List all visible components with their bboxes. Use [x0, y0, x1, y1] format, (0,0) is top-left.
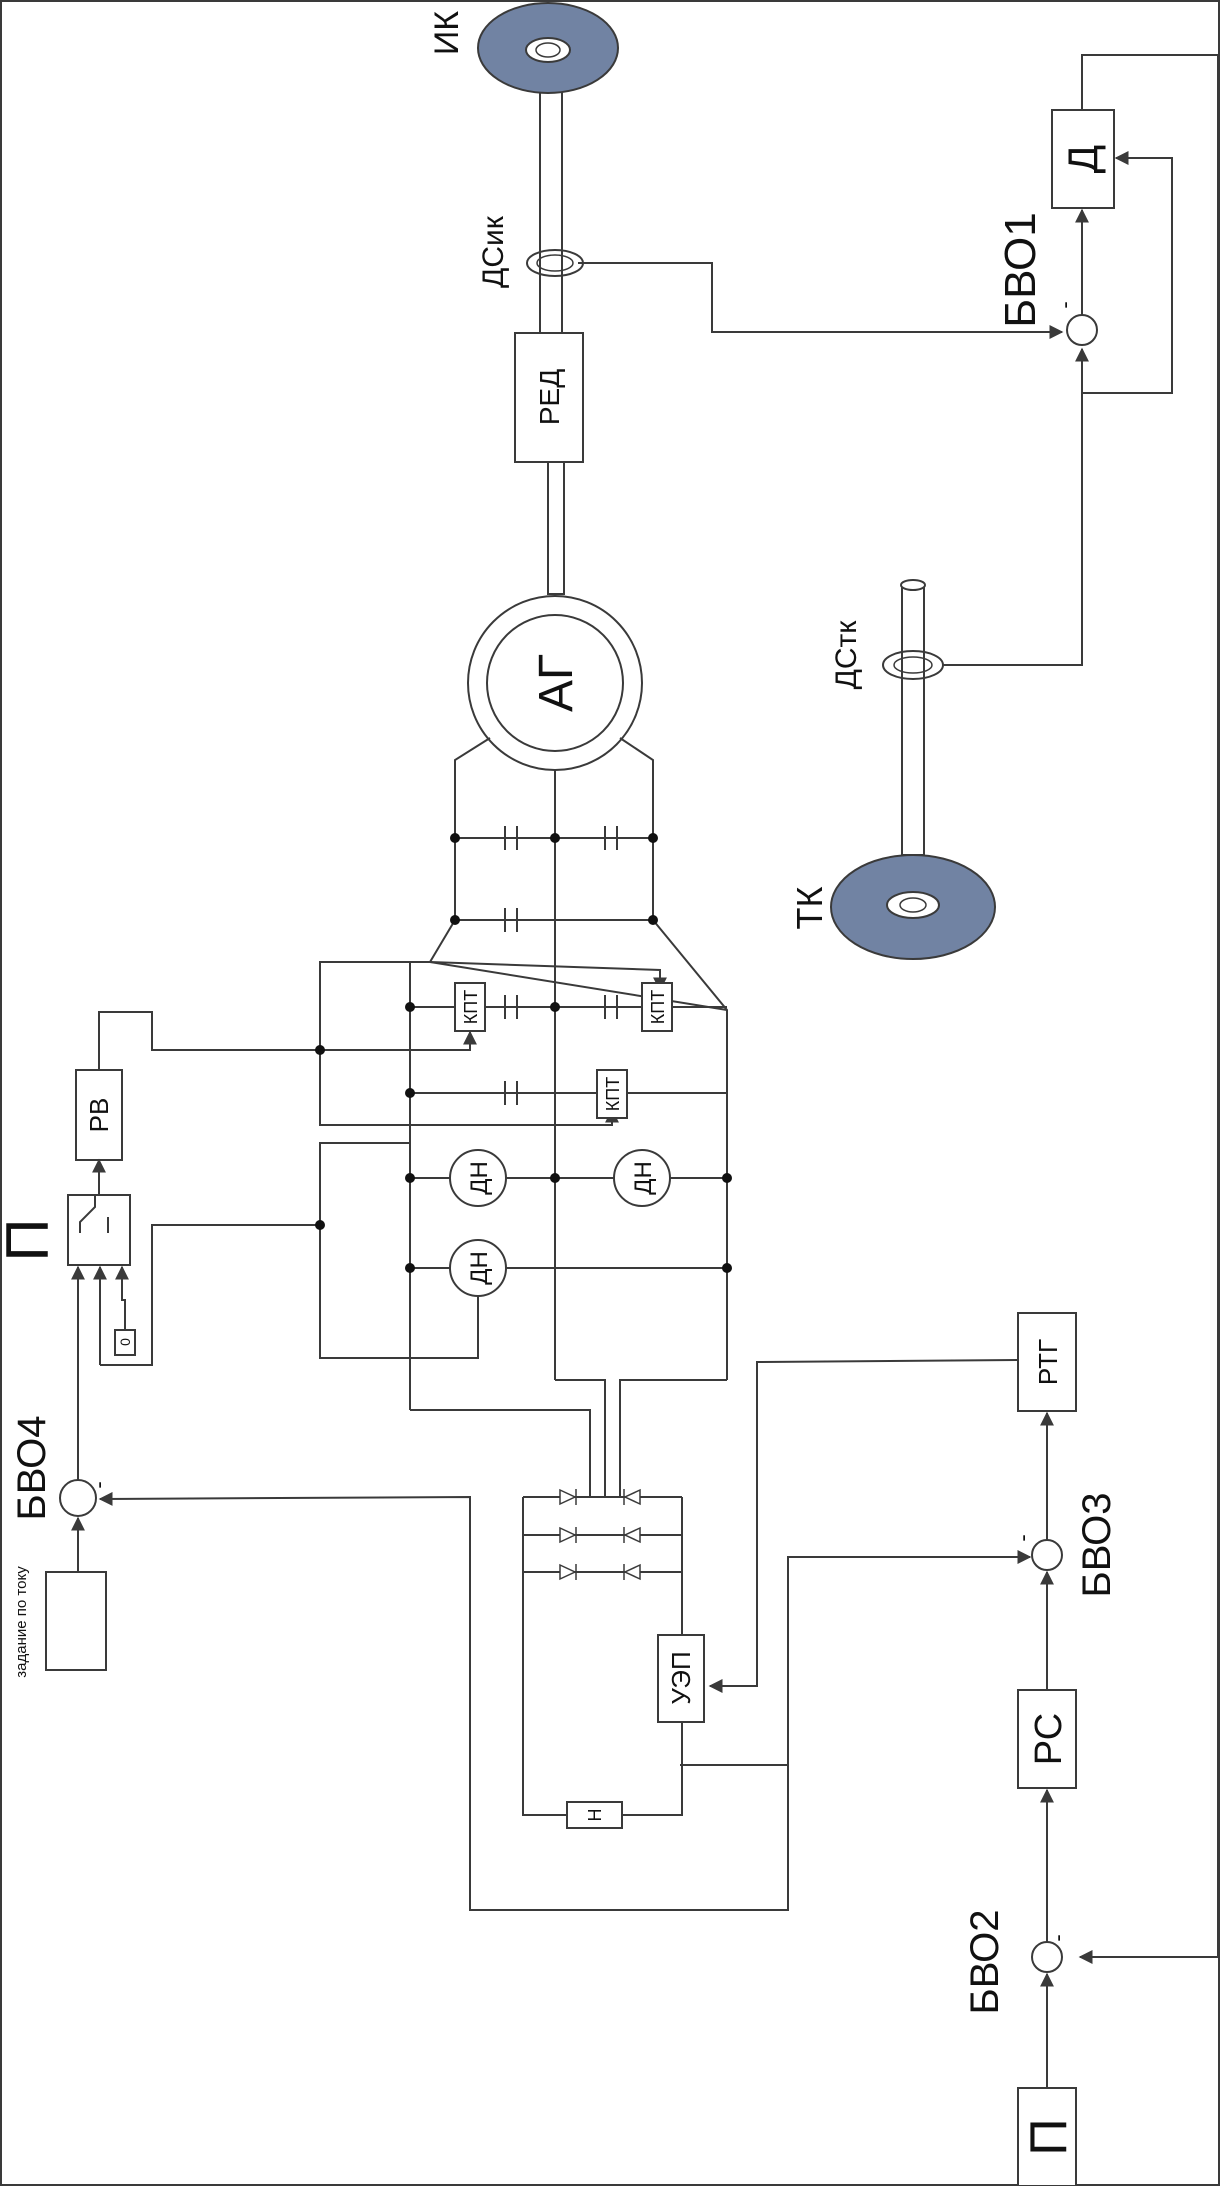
minus-bvo1: - — [1052, 301, 1077, 308]
label-bvo3: БВО3 — [1075, 1493, 1119, 1598]
kpt-box-3 — [596, 1069, 628, 1119]
uep-box — [657, 1634, 705, 1723]
load-box — [566, 1801, 623, 1829]
label-rv: РВ — [84, 1098, 114, 1133]
label-dstk: ДСтк — [830, 620, 863, 690]
capacitors — [504, 826, 618, 1105]
junction-dots — [315, 833, 732, 1273]
label-dsik: ДСик — [477, 215, 510, 288]
label-tk: ТК — [789, 886, 830, 929]
label-n: Н — [585, 1809, 605, 1822]
wires-network — [319, 737, 728, 1497]
label-current-setpoint: задание по току — [13, 1566, 30, 1678]
label-dn-2: ДН — [466, 1251, 493, 1285]
wires-left — [71, 1011, 320, 1572]
label-kpt-2: КПТ — [648, 990, 668, 1024]
wires-bottom-right — [98, 1359, 1054, 2088]
bvo2-summator — [1031, 1941, 1063, 1973]
label-dn-1: ДН — [466, 1161, 493, 1195]
kpt-box-2 — [641, 982, 673, 1032]
tk-shaft — [900, 579, 926, 856]
label-kpt-3: КПТ — [603, 1077, 623, 1111]
minus-bvo4: - — [86, 1481, 111, 1488]
label-p-bottom: П — [1020, 2118, 1078, 2155]
bvo1-summator — [1066, 314, 1098, 346]
bvo3-summator — [1031, 1539, 1063, 1571]
diodes — [559, 1488, 641, 1581]
label-red: РЕД — [534, 369, 565, 425]
p-bottom-box — [1017, 2087, 1077, 2186]
reducer-box — [514, 332, 584, 463]
label-zero: 0 — [117, 1338, 133, 1346]
kpt-box-1 — [454, 982, 486, 1032]
rectifier-bridge — [522, 1496, 683, 1816]
label-bvo1: БВО1 — [996, 212, 1045, 327]
minus-bvo3: - — [1010, 1534, 1035, 1541]
label-p-top: П — [0, 1218, 61, 1261]
current-setpoint-box — [45, 1571, 107, 1671]
label-bvo2: БВО2 — [963, 1910, 1007, 2015]
ik-disc — [477, 2, 619, 94]
minus-bvo2: - — [1045, 1934, 1070, 1941]
label-bvo4: БВО4 — [10, 1416, 54, 1521]
label-rtg: РТГ — [1033, 1339, 1063, 1385]
label-dn-3: ДН — [630, 1161, 657, 1195]
label-ik: ИК — [428, 11, 466, 55]
wires-right — [578, 54, 1219, 1964]
label-uep: УЭП — [666, 1651, 696, 1704]
switch-box — [67, 1194, 131, 1266]
label-kpt-1: КПТ — [461, 990, 481, 1024]
label-rs: РС — [1028, 1713, 1070, 1765]
label-d: Д — [1059, 145, 1106, 173]
tk-disc — [830, 854, 996, 960]
ag-generator — [467, 595, 643, 771]
ik-shaft — [539, 89, 565, 595]
label-ag: АГ — [530, 654, 583, 712]
rtg-box — [1017, 1312, 1077, 1412]
